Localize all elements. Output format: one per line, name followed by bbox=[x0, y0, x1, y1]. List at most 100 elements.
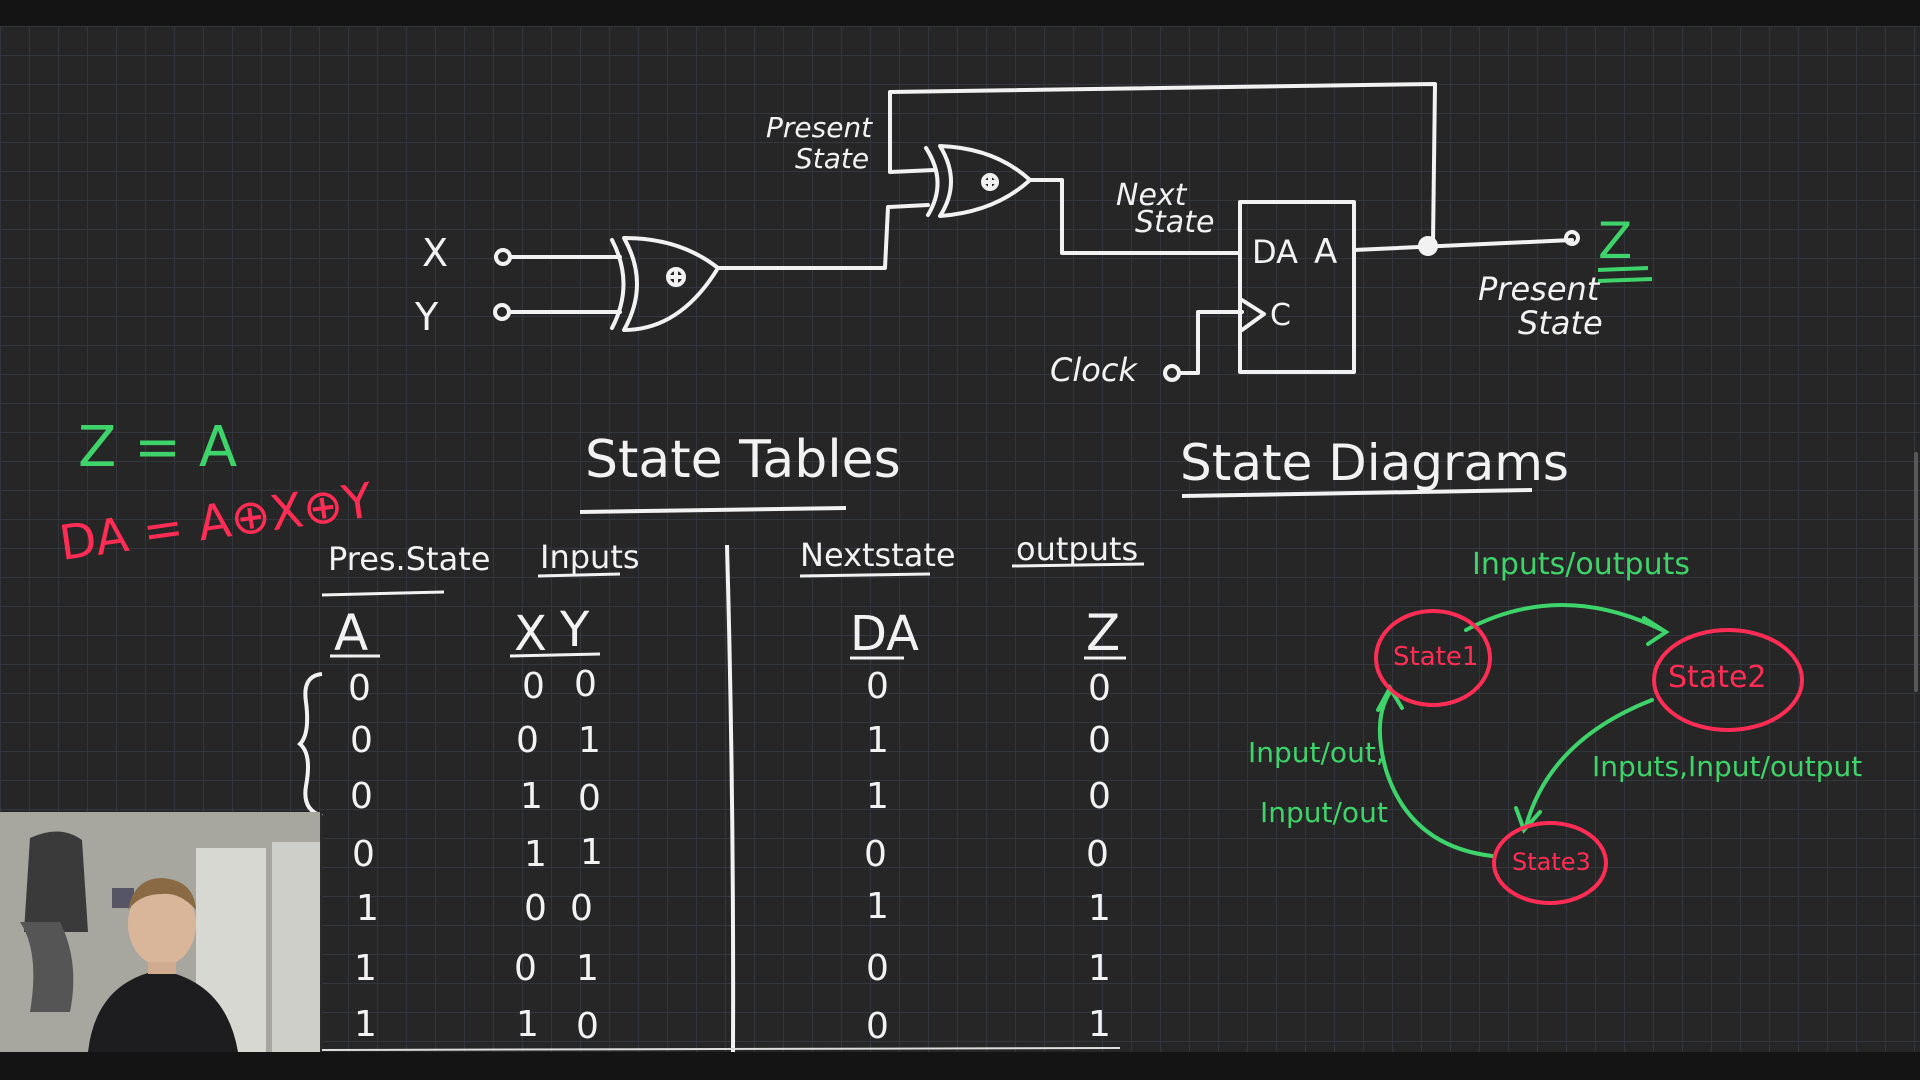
clock-pin bbox=[1163, 364, 1181, 382]
cell-z: 1 bbox=[1088, 1004, 1111, 1045]
state-table-title-underline bbox=[579, 506, 847, 514]
edge-label-top: Inputs/outputs bbox=[1472, 547, 1690, 582]
cell-x: 0 bbox=[514, 948, 537, 989]
row-group-brace bbox=[297, 672, 323, 818]
wire-feedback bbox=[888, 82, 1437, 245]
flipflop-q-label: A bbox=[1314, 232, 1337, 272]
header-pres-state: Pres.State bbox=[328, 540, 490, 578]
cell-da: 0 bbox=[866, 666, 889, 707]
input-y-label: Y bbox=[414, 295, 439, 339]
cell-y: 0 bbox=[576, 1006, 599, 1047]
edge-label-right: Inputs,Input/output bbox=[1592, 750, 1862, 783]
cell-y: 0 bbox=[574, 664, 597, 705]
edge-state3-to-state1 bbox=[1377, 690, 1494, 858]
edge-state1-to-state2-arrow bbox=[1642, 616, 1670, 646]
cell-y: 0 bbox=[570, 888, 593, 929]
header-outputs-underline bbox=[1011, 562, 1145, 568]
state3-label: State3 bbox=[1512, 848, 1591, 876]
flipflop-clk-label: C bbox=[1270, 298, 1291, 333]
cell-da: 0 bbox=[864, 834, 887, 875]
edge-state2-to-state3-arrow bbox=[1514, 806, 1542, 834]
output-junction bbox=[1418, 236, 1438, 256]
cell-x: 0 bbox=[516, 720, 539, 761]
webcam-overlay bbox=[0, 812, 322, 1052]
cell-da: 1 bbox=[866, 720, 889, 761]
cell-z: 0 bbox=[1088, 776, 1111, 817]
col-x-label: X bbox=[514, 606, 547, 662]
table-bottom-line bbox=[319, 1047, 1121, 1051]
cell-x: 0 bbox=[524, 888, 547, 929]
cell-z: 0 bbox=[1086, 834, 1109, 875]
state-diagram-nodes bbox=[1374, 609, 1804, 905]
cell-y: 0 bbox=[578, 778, 601, 819]
cell-z: 0 bbox=[1088, 720, 1111, 761]
table-row: 0 1 0 1 0 bbox=[350, 776, 1111, 819]
cell-da: 0 bbox=[866, 948, 889, 989]
input-x-label: X bbox=[422, 231, 448, 275]
header-pres-underline bbox=[321, 590, 445, 597]
cell-y: 1 bbox=[578, 720, 601, 761]
output-z-underline bbox=[1597, 266, 1653, 283]
cell-z: 0 bbox=[1088, 668, 1111, 709]
present-state-out-label-1: Present bbox=[1478, 270, 1601, 308]
cell-a: 0 bbox=[352, 834, 375, 875]
table-row: 0 0 1 1 0 bbox=[350, 720, 1111, 761]
cell-z: 1 bbox=[1088, 888, 1111, 929]
col-a-label: A bbox=[334, 604, 368, 662]
cell-x: 1 bbox=[524, 834, 547, 875]
state2-label: State2 bbox=[1668, 660, 1767, 695]
edge-state2-to-state3 bbox=[1524, 698, 1654, 828]
bottom-letterbox bbox=[0, 1052, 1920, 1080]
state-diagram-title: State Diagrams bbox=[1180, 434, 1569, 492]
d-flipflop bbox=[1238, 200, 1356, 374]
state1-node bbox=[1374, 609, 1492, 707]
state-diagram-title-underline bbox=[1181, 488, 1533, 498]
cell-a: 0 bbox=[350, 720, 373, 761]
xor-gate-1 bbox=[610, 236, 720, 332]
col-xy-underline bbox=[509, 652, 601, 658]
cell-da: 1 bbox=[866, 886, 889, 927]
cell-z: 1 bbox=[1088, 948, 1111, 989]
cell-a: 1 bbox=[356, 888, 379, 929]
header-next-underline bbox=[799, 572, 931, 578]
state2-node bbox=[1652, 628, 1804, 732]
wire-next-state bbox=[1028, 178, 1242, 255]
header-outputs: outputs bbox=[1016, 530, 1138, 568]
cell-x: 0 bbox=[522, 666, 545, 707]
next-state-label-2: State bbox=[1135, 205, 1214, 240]
table-row: 1 0 1 0 1 bbox=[354, 948, 1111, 989]
state-table-title: State Tables bbox=[585, 430, 901, 490]
present-state-out-label-2: State bbox=[1518, 304, 1603, 342]
top-letterbox bbox=[0, 0, 1920, 26]
input-x-pin bbox=[494, 248, 512, 266]
wire-clock bbox=[1177, 310, 1244, 375]
input-y-pin bbox=[493, 303, 511, 321]
circuit-diagram bbox=[493, 82, 1580, 382]
output-z-pin bbox=[1564, 230, 1580, 246]
vertical-scrollbar[interactable] bbox=[1914, 452, 1918, 692]
table-rows: 0 0 0 0 0 0 0 1 1 0 0 1 0 1 0 0 bbox=[348, 664, 1111, 1047]
cell-a: 1 bbox=[354, 948, 377, 989]
header-inputs: Inputs bbox=[540, 538, 640, 576]
cell-da: 1 bbox=[866, 776, 889, 817]
table-row: 0 1 1 0 0 bbox=[352, 832, 1109, 875]
edge-state1-to-state2 bbox=[1464, 603, 1664, 632]
header-inputs-underline bbox=[537, 572, 621, 578]
state3-node bbox=[1492, 821, 1608, 905]
edge-label-left-2: Input/out bbox=[1260, 796, 1388, 829]
next-state-label-1: Next bbox=[1116, 178, 1188, 213]
table-row: 1 1 0 0 1 bbox=[354, 1004, 1111, 1047]
table-row: 1 0 0 1 1 bbox=[356, 886, 1111, 929]
present-state-top-label-2: State bbox=[795, 142, 869, 175]
cell-y: 1 bbox=[580, 832, 603, 873]
flipflop-d-label: DA bbox=[1252, 233, 1298, 271]
cell-x: 1 bbox=[516, 1004, 539, 1045]
header-next-state: Nextstate bbox=[800, 536, 956, 574]
flipflop-clock-triangle bbox=[1240, 298, 1266, 332]
table-divider bbox=[725, 544, 736, 1053]
clock-label: Clock bbox=[1050, 351, 1138, 389]
wire-xor1-out bbox=[716, 203, 930, 270]
cell-da: 0 bbox=[866, 1006, 889, 1047]
